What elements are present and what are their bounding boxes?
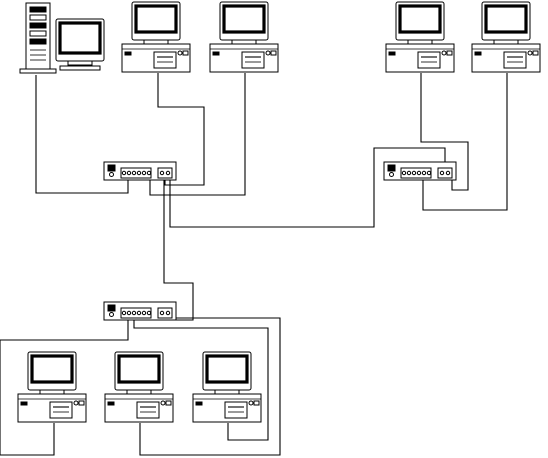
cable-pc-top-1-to-hub-1 bbox=[157, 73, 205, 186]
cable-hub-1-to-hub-2 bbox=[169, 147, 446, 228]
cable-pc-bottom-3-to-hub-3 bbox=[133, 312, 269, 441]
desktop-computer-icon bbox=[104, 351, 174, 423]
hub-icon bbox=[103, 161, 177, 181]
hub-icon bbox=[383, 161, 457, 181]
desktop-computer-icon bbox=[192, 351, 262, 423]
cable-pc-top-3-to-hub-2 bbox=[420, 73, 469, 191]
desktop-computer-icon bbox=[209, 1, 279, 73]
cable-tower-workstation-to-hub-1 bbox=[35, 75, 129, 194]
hub-icon bbox=[103, 301, 177, 321]
cable-pc-bottom-1-to-hub-3 bbox=[0, 312, 129, 456]
desktop-computer-icon bbox=[17, 351, 87, 423]
desktop-computer-icon bbox=[121, 1, 191, 73]
cable-hub-1-to-hub-3 bbox=[163, 180, 194, 321]
desktop-computer-icon bbox=[471, 1, 541, 73]
desktop-computer-icon bbox=[385, 1, 455, 73]
cable-pc-top-2-to-hub-1 bbox=[149, 73, 246, 196]
tower-computer-icon bbox=[19, 2, 105, 74]
cable-pc-top-4-to-hub-2 bbox=[422, 73, 508, 211]
